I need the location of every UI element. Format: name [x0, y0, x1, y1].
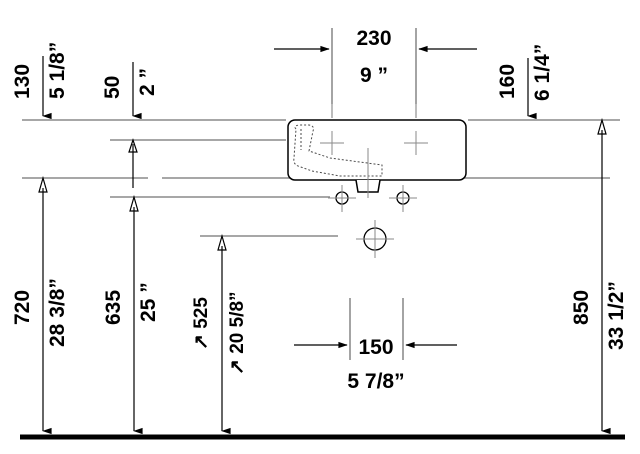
dim-160-metric: 160: [496, 64, 519, 99]
dim-525-metric: ↗ 525: [191, 297, 212, 350]
dimension-50: 50 2 ”: [101, 62, 159, 188]
dim-720-arrow-up: [38, 175, 48, 193]
dim-230-imperial: 9 ”: [360, 64, 388, 87]
dim-635-metric: 635: [102, 290, 125, 325]
wash-basin-assembly: [287, 104, 467, 258]
dim-720-metric: 720: [11, 290, 34, 325]
dimension-720: 720 28 3/8”: [11, 175, 69, 435]
dim-850-arrow-up: [597, 117, 607, 135]
dim-160-imperial: 6 1/4”: [531, 44, 554, 101]
dimension-150: 150 5 7/8”: [294, 298, 457, 393]
dim-720-imperial: 28 3/8”: [46, 278, 69, 347]
dim-50-imperial: 2 ”: [136, 68, 159, 96]
dimension-130: 130 5 1/8”: [11, 42, 69, 120]
dim-150-imperial: 5 7/8”: [347, 370, 404, 393]
dimension-160: 160 6 1/4”: [496, 44, 554, 120]
dim-635-arrow-up: [129, 194, 139, 212]
dim-50-metric: 50: [101, 76, 124, 99]
tap-hole-right: [404, 131, 428, 155]
basin-body: [287, 119, 467, 181]
dim-130-metric: 130: [11, 64, 34, 99]
dim-850-imperial: 33 1/2”: [605, 281, 628, 350]
dim-525-arrow-up: [217, 233, 227, 251]
dim-50-arrow-lower: [128, 138, 138, 153]
drain-hole: [356, 220, 394, 258]
dimension-850: 850 33 1/2”: [570, 117, 628, 435]
dim-850-metric: 850: [570, 290, 593, 325]
supply-hole-right: [389, 185, 417, 212]
tap-hole-left: [320, 131, 344, 155]
dim-230-metric: 230: [356, 27, 391, 50]
supply-hole-left: [328, 185, 356, 212]
dim-130-imperial: 5 1/8”: [46, 42, 69, 99]
dim-635-imperial: 25 ”: [137, 282, 160, 322]
dim-525-imperial: ↗ 20 5/8”: [227, 291, 248, 375]
dimension-525: ↗ 525 ↗ 20 5/8”: [191, 233, 248, 435]
basin-bowl-dashed: [293, 124, 383, 177]
dim-150-metric: 150: [358, 336, 393, 359]
dimension-230: 230 9 ”: [274, 27, 477, 118]
dimension-635: 635 25 ”: [102, 194, 160, 435]
